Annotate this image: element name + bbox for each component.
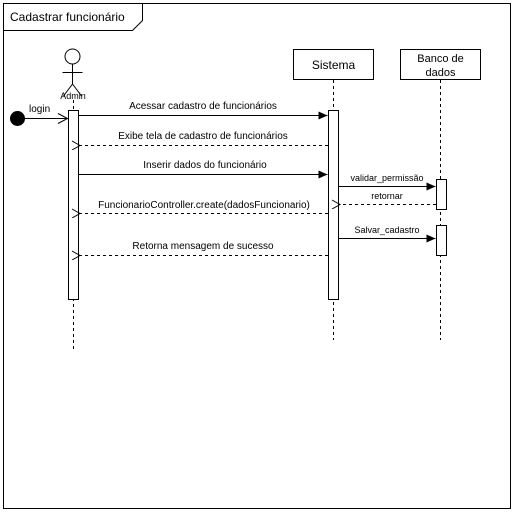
sistema-label: Sistema	[312, 58, 356, 72]
banco-label-line1: Banco de	[417, 53, 463, 65]
banco-box[interactable]	[400, 49, 481, 80]
msg-exibe-label: Exibe tela de cadastro de funcionários	[118, 131, 288, 142]
sistema-box[interactable]	[293, 49, 374, 80]
admin-actor[interactable]	[62, 48, 83, 97]
msg-retorna-label: Retorna mensagem de sucesso	[132, 241, 274, 252]
banco-label-line2: dados	[426, 67, 456, 79]
msg-create-label: FuncionarioController.create(dadosFuncio…	[98, 200, 310, 211]
login-start-dot-icon	[10, 111, 25, 126]
frame-title-tab	[3, 3, 143, 31]
admin-activation	[68, 110, 79, 300]
login-label: login	[29, 104, 50, 115]
banco-activation-2	[436, 225, 447, 256]
sistema-activation	[328, 110, 339, 300]
msg-validar-label: validar_permissão	[350, 173, 423, 183]
msg-acessar-label: Acessar cadastro de funcionários	[129, 101, 277, 112]
msg-inserir-label: Inserir dados do funcionário	[143, 160, 267, 171]
actor-head-icon	[64, 48, 81, 65]
msg-salvar-label: Salvar_cadastro	[354, 225, 419, 235]
admin-label: Admin	[60, 91, 86, 101]
frame-title: Cadastrar funcionário	[10, 10, 125, 24]
msg-retornar-label: retornar	[371, 191, 403, 201]
banco-activation-1	[436, 179, 447, 210]
